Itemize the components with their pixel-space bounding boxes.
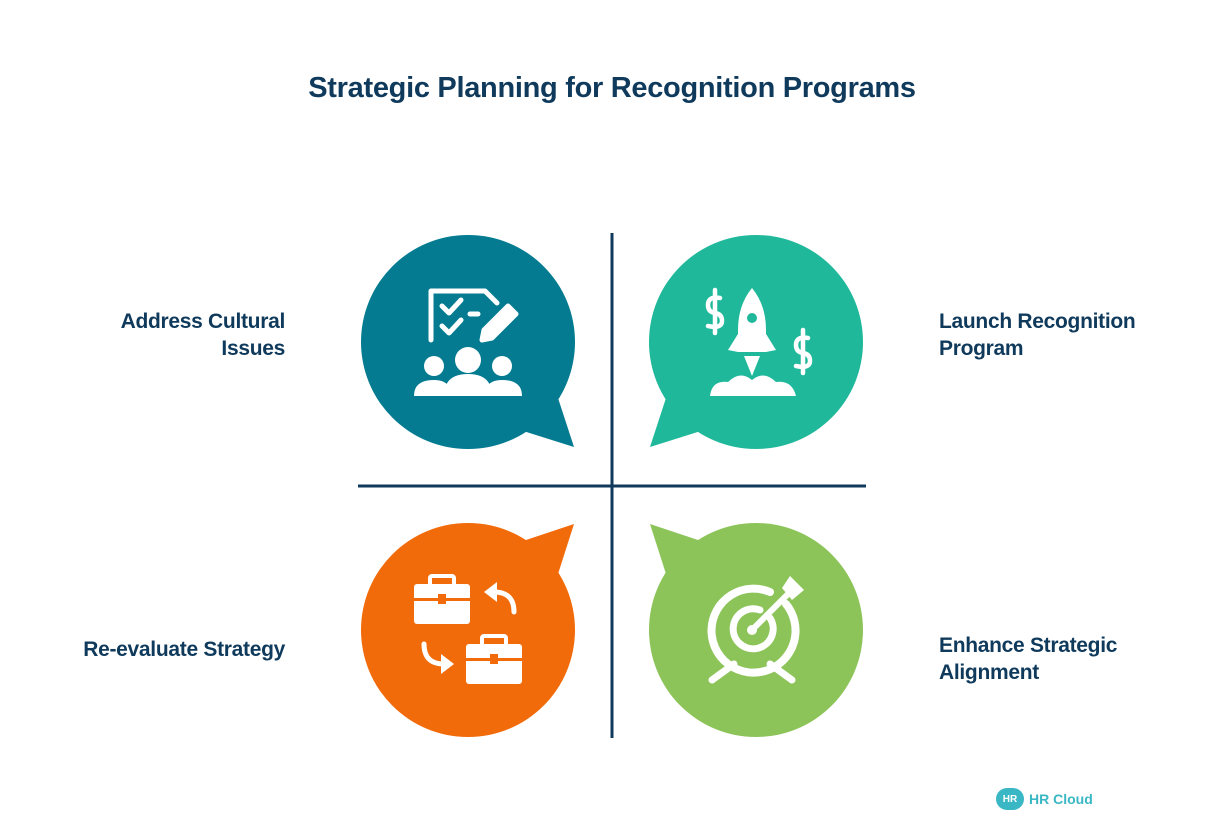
label-reevaluate-strategy: Re-evaluate Strategy	[83, 636, 285, 663]
label-line: Enhance Strategic	[939, 634, 1118, 657]
rocket-dollar-icon	[710, 288, 796, 396]
label-address-cultural-issues: Address Cultural Issues	[120, 308, 286, 362]
bubble-reevaluate-strategy	[361, 523, 575, 737]
label-line: Alignment	[939, 661, 1039, 684]
bubble-address-cultural	[361, 235, 575, 449]
label-line: Issues	[221, 337, 285, 360]
logo-text: HR Cloud	[1029, 791, 1093, 807]
bubble-launch-recognition	[649, 235, 863, 449]
label-enhance-strategic-alignment: Enhance Strategic Alignment	[939, 632, 1117, 686]
checklist-team-icon	[428, 288, 519, 343]
label-line: Program	[939, 337, 1024, 360]
label-launch-recognition-program: Launch Recognition Program	[939, 308, 1136, 362]
briefcase-swap-icon	[414, 574, 522, 684]
bubble-enhance-alignment	[649, 523, 863, 737]
label-line: Launch Recognition	[939, 310, 1136, 333]
hr-cloud-logo: HR HR Cloud	[996, 786, 1093, 812]
label-line: Re-evaluate Strategy	[83, 638, 285, 661]
logo-badge: HR	[996, 788, 1024, 810]
label-line: Address Cultural	[120, 310, 286, 333]
target-arrow-icon	[707, 584, 800, 684]
page-title: Strategic Planning for Recognition Progr…	[308, 72, 916, 104]
